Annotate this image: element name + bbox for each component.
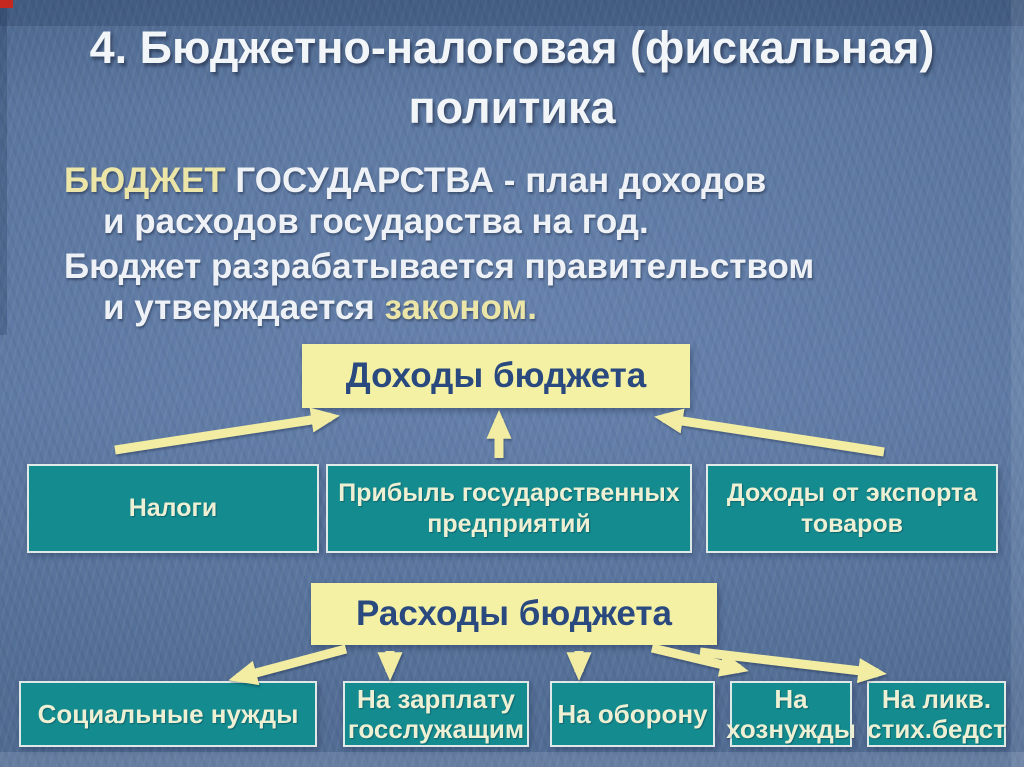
income-box-export: Доходы от экспорта товаров [706, 464, 998, 553]
red-corner-mark [0, 0, 13, 8]
definition-term-highlight: БЮДЖЕТ [64, 161, 226, 200]
right-light-band [1011, 0, 1024, 767]
expense-box-household: На хознужды [726, 681, 856, 747]
budget-definition-text: БЮДЖЕТ ГОСУДАРСТВА - план доходов и расх… [64, 160, 766, 242]
definition-line1: БЮДЖЕТ ГОСУДАРСТВА - план доходов [64, 160, 766, 201]
expense-box-social-label: Социальные нужды [37, 699, 299, 729]
left-shade-band [0, 0, 7, 335]
top-shade-band [0, 0, 1024, 26]
expense-box-defense: На оборону [550, 681, 715, 747]
expense-header-box: Расходы бюджета [311, 583, 717, 645]
expense-box-salaries: На зарплату госслужащим [343, 681, 529, 747]
definition-line2: и расходов государства на год. [103, 202, 649, 241]
income-header-label: Доходы бюджета [345, 356, 647, 395]
budget-approval-text: Бюджет разрабатывается правительством и … [64, 246, 814, 328]
expense-header-label: Расходы бюджета [356, 594, 672, 633]
arrow-export-to-income [654, 408, 885, 457]
expense-box-social: Социальные нужды [19, 681, 317, 747]
income-box-taxes-label: Налоги [128, 494, 218, 522]
approval-line2: и утверждается законом. [64, 287, 814, 328]
expense-box-disaster-label: На ликв. стих.бедст [867, 684, 1006, 744]
arrow-expense-to-social [228, 644, 348, 686]
approval-line2-prefix: и утверждается [103, 288, 385, 327]
slide-title: 4. Бюджетно-налоговая (фискальная) полит… [0, 18, 1024, 138]
approval-line1: Бюджет разрабатывается правительством [64, 247, 815, 286]
expense-box-disaster: На ликв. стих.бедст [867, 681, 1006, 747]
income-box-state-profit: Прибыль государственных предприятий [326, 464, 692, 553]
approval-law-highlight: законом. [384, 288, 538, 327]
income-header-box: Доходы бюджета [302, 344, 690, 408]
slide-title-line2: политика [408, 82, 616, 133]
expense-box-defense-label: На оборону [557, 699, 708, 729]
arrow-expense-to-household [650, 643, 749, 677]
arrow-taxes-to-income [114, 407, 340, 455]
income-box-export-label: Доходы от экспорта товаров [726, 478, 978, 538]
income-box-taxes: Налоги [27, 464, 319, 553]
expense-box-household-label: На хознужды [726, 684, 856, 744]
definition-line1-rest: ГОСУДАРСТВА - план доходов [225, 161, 767, 200]
income-box-state-profit-label: Прибыль государственных предприятий [338, 478, 680, 538]
slide-title-line1: 4. Бюджетно-налоговая (фискальная) [89, 22, 935, 73]
bottom-light-band [0, 752, 1024, 767]
expense-box-salaries-label: На зарплату госслужащим [347, 684, 525, 744]
arrow-expense-to-disaster [699, 647, 887, 684]
